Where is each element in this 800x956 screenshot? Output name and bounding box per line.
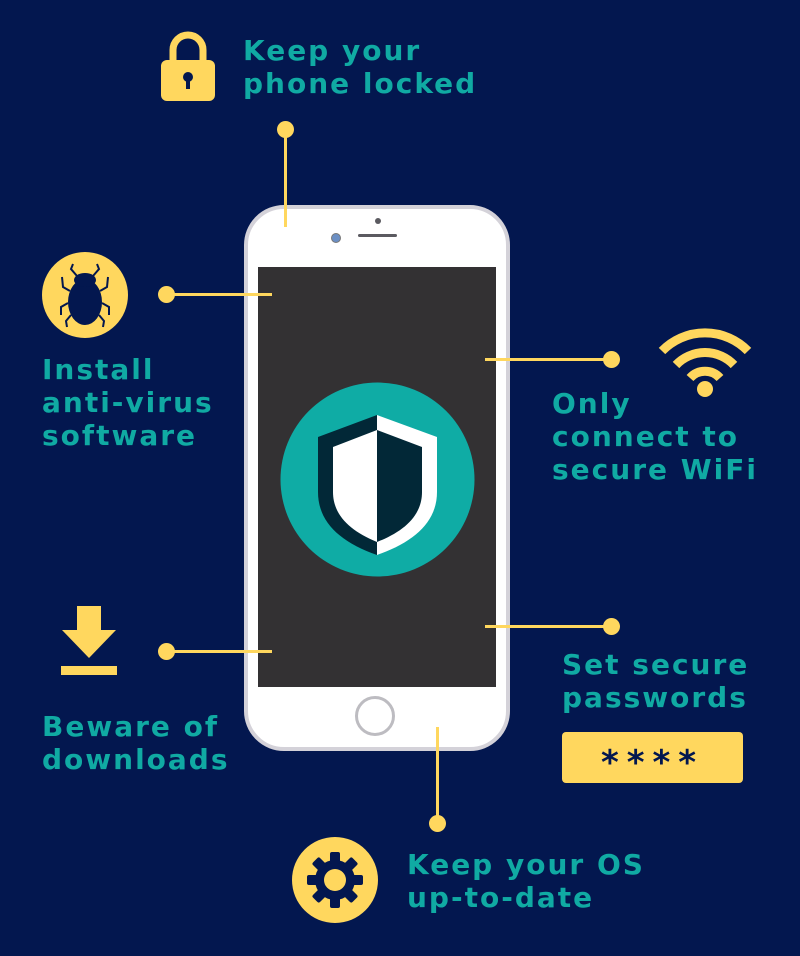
phone-speaker	[358, 234, 397, 237]
tip-downloads-label: Beware of downloads	[42, 710, 230, 776]
download-icon	[61, 606, 117, 675]
tip-os-update-label: Keep your OS up-to-date	[407, 848, 645, 914]
tip-passwords-label: Set secure passwords	[562, 648, 750, 714]
tip-wifi-label: Only connect to secure WiFi	[552, 387, 758, 486]
shield-icon	[280, 382, 475, 577]
connector-line	[166, 293, 272, 296]
gear-icon	[292, 837, 378, 923]
connector-dot	[603, 351, 620, 368]
connector-line	[166, 650, 272, 653]
connector-line	[485, 358, 610, 361]
phone-sensor	[375, 218, 381, 224]
wifi-icon	[658, 328, 752, 397]
password-field-icon: ****	[562, 732, 743, 783]
connector-dot	[429, 815, 446, 832]
connector-dot	[603, 618, 620, 635]
connector-line	[436, 727, 439, 822]
padlock-icon	[161, 31, 215, 101]
tip-antivirus-label: Install anti-virus software	[42, 353, 214, 452]
phone-home-button	[355, 696, 395, 736]
connector-line	[485, 625, 610, 628]
bug-icon	[42, 252, 128, 338]
connector-line	[284, 128, 287, 227]
phone-camera	[331, 233, 341, 243]
tip-phone-locked-label: Keep your phone locked	[243, 34, 478, 100]
